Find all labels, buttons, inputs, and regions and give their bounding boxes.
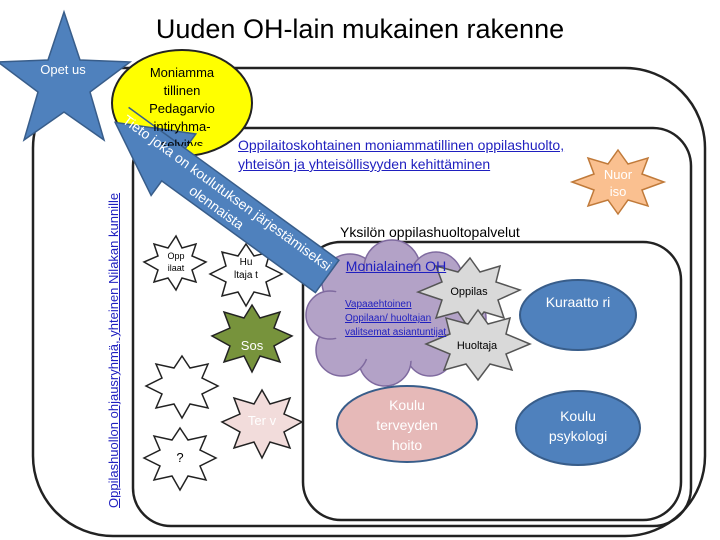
information-arrow [113, 106, 340, 294]
cloud-title: Monialainen OH [345, 258, 447, 274]
terveydenhoito-label: Koulu terveyden hoito [376, 397, 438, 453]
huoltaja-star-shape [424, 308, 532, 382]
outer-vertical-label: Oppilashuollon ohjausryhmä, yhteinen Nil… [106, 192, 121, 508]
sos-star-label: Sos [240, 338, 264, 353]
huoltajat-star-label: Hu ltaja t [234, 257, 258, 281]
huoltajat-star-shape [208, 242, 284, 308]
opetus-star-shape [0, 9, 133, 142]
nuoriso-star-label: Nuor iso [603, 167, 633, 199]
page-title: Uuden OH-lain mukainen rakenne [155, 14, 565, 44]
nuoriso-star-shape [569, 148, 667, 216]
oppilaat-star-shape [142, 234, 208, 292]
question-star-shape [142, 426, 218, 492]
psykologi-ellipse [515, 390, 641, 466]
moniammatillinen-label: Moniamma tillinen Pedagarvio intiryhma- … [149, 65, 215, 146]
school-level-label: Oppilaitoskohtainen moniammatillinen opp… [238, 137, 565, 172]
cloud-subtitle: Vapaaehtoinen Oppilaan/ huoltajan valits… [345, 299, 447, 338]
sos-star-shape [210, 303, 294, 374]
kuraattori-label: Kuraatto ri [545, 294, 611, 310]
individual-services-frame [301, 240, 683, 522]
oppilas-star-label: Oppilas [450, 286, 488, 298]
psykologi-label: Koulu psykologi [548, 408, 608, 444]
oppilaat-star-label: Opp ilaat [167, 251, 185, 273]
outer-frame [31, 66, 707, 538]
terveydenhoito-ellipse [336, 385, 478, 463]
terv-star-shape [220, 388, 304, 460]
opetus-star-label: Opet us [40, 62, 86, 77]
kuraattori-ellipse [519, 279, 637, 351]
school-level-frame [131, 126, 693, 528]
terv-star-label: Ter v [247, 413, 277, 428]
empty-star-shape [144, 354, 220, 420]
individual-services-label: Yksilön oppilashuoltopalvelut [340, 224, 520, 240]
huoltaja-star-label: Huoltaja [456, 340, 498, 352]
question-star-label: ? [176, 450, 184, 465]
